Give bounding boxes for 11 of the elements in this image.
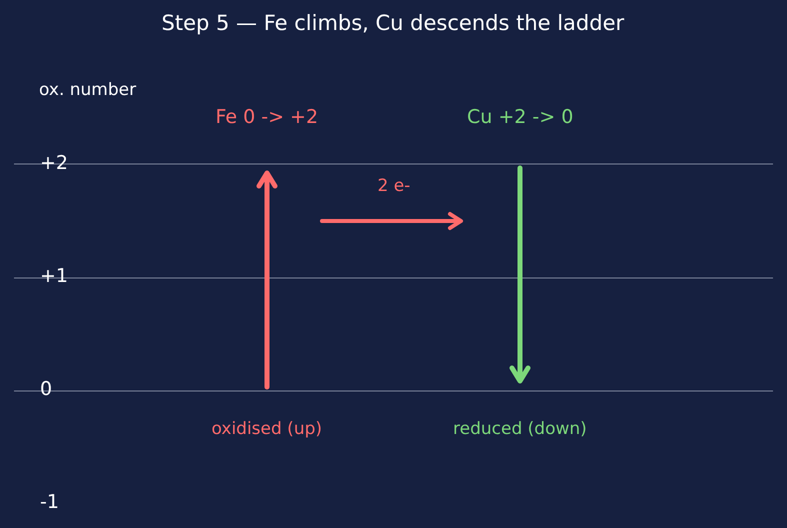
tick-label: -1 — [40, 492, 59, 512]
tick-label: +2 — [40, 154, 68, 173]
tick-label: +1 — [40, 266, 68, 286]
diagram-title: Step 5 — Fe climbs, Cu descends the ladder — [162, 13, 624, 34]
species-label: Cu +2 -> 0 — [467, 108, 574, 127]
arrow-label: 2 e- — [378, 178, 410, 195]
tick-label: 0 — [40, 380, 52, 399]
species-label: Fe 0 -> +2 — [216, 108, 318, 127]
axis-title: ox. number — [39, 82, 136, 99]
change-label: reduced (down) — [453, 420, 587, 438]
change-label: oxidised (up) — [212, 420, 322, 438]
